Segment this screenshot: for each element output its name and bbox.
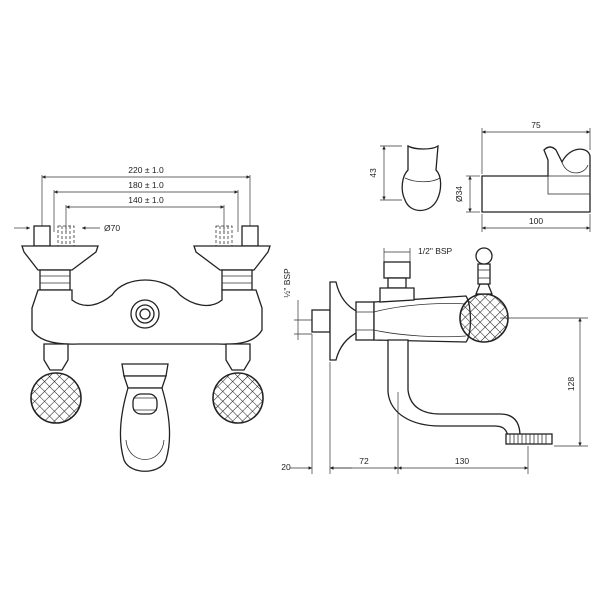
diverter-ring [135, 304, 155, 324]
diverter-center [139, 308, 151, 320]
right-crystal-knob [212, 372, 264, 424]
dim-100: 100 [529, 216, 543, 226]
wall-flange [329, 281, 359, 361]
front-spout [119, 363, 171, 472]
dim-diameter-70: Ø70 [104, 223, 120, 233]
aerator [505, 433, 553, 445]
wall-stub [311, 309, 331, 333]
dim-inlet-thread: 1/2" BSP [418, 246, 453, 256]
dim-34: Ø34 [454, 186, 464, 202]
right-inlet [193, 225, 271, 291]
dim-140: 140 ± 1.0 [128, 195, 164, 205]
side-spout [387, 339, 521, 437]
dim-43: 43 [368, 168, 378, 178]
union-nut [355, 301, 375, 341]
side-body [373, 295, 472, 343]
front-view: 220 ± 1.0 180 ± 1.0 140 ± 1.0 Ø70 [14, 165, 271, 472]
dim-20: 20 [281, 462, 291, 472]
dim-128: 128 [566, 377, 576, 391]
dim-75: 75 [531, 120, 541, 130]
holder-view: 43 75 Ø34 100 [368, 120, 591, 232]
dim-180: 180 ± 1.0 [128, 180, 164, 190]
dim-outlet-thread: ½" BSP [282, 268, 292, 298]
front-dimension-lines [14, 175, 251, 232]
holder-top [481, 146, 591, 213]
left-inlet [21, 225, 99, 291]
mixer-body [31, 279, 263, 345]
diverter-outer [130, 299, 160, 329]
right-valve-neck [225, 343, 251, 371]
dim-72: 72 [359, 456, 369, 466]
knob-cap [475, 247, 493, 295]
left-crystal-knob [30, 372, 82, 424]
side-view: 1/2" BSP ½" BSP [281, 246, 588, 474]
holder-side [401, 144, 442, 212]
side-inlet [379, 261, 415, 303]
left-valve-neck [43, 343, 69, 371]
dim-130: 130 [455, 456, 469, 466]
dim-220: 220 ± 1.0 [128, 165, 164, 175]
